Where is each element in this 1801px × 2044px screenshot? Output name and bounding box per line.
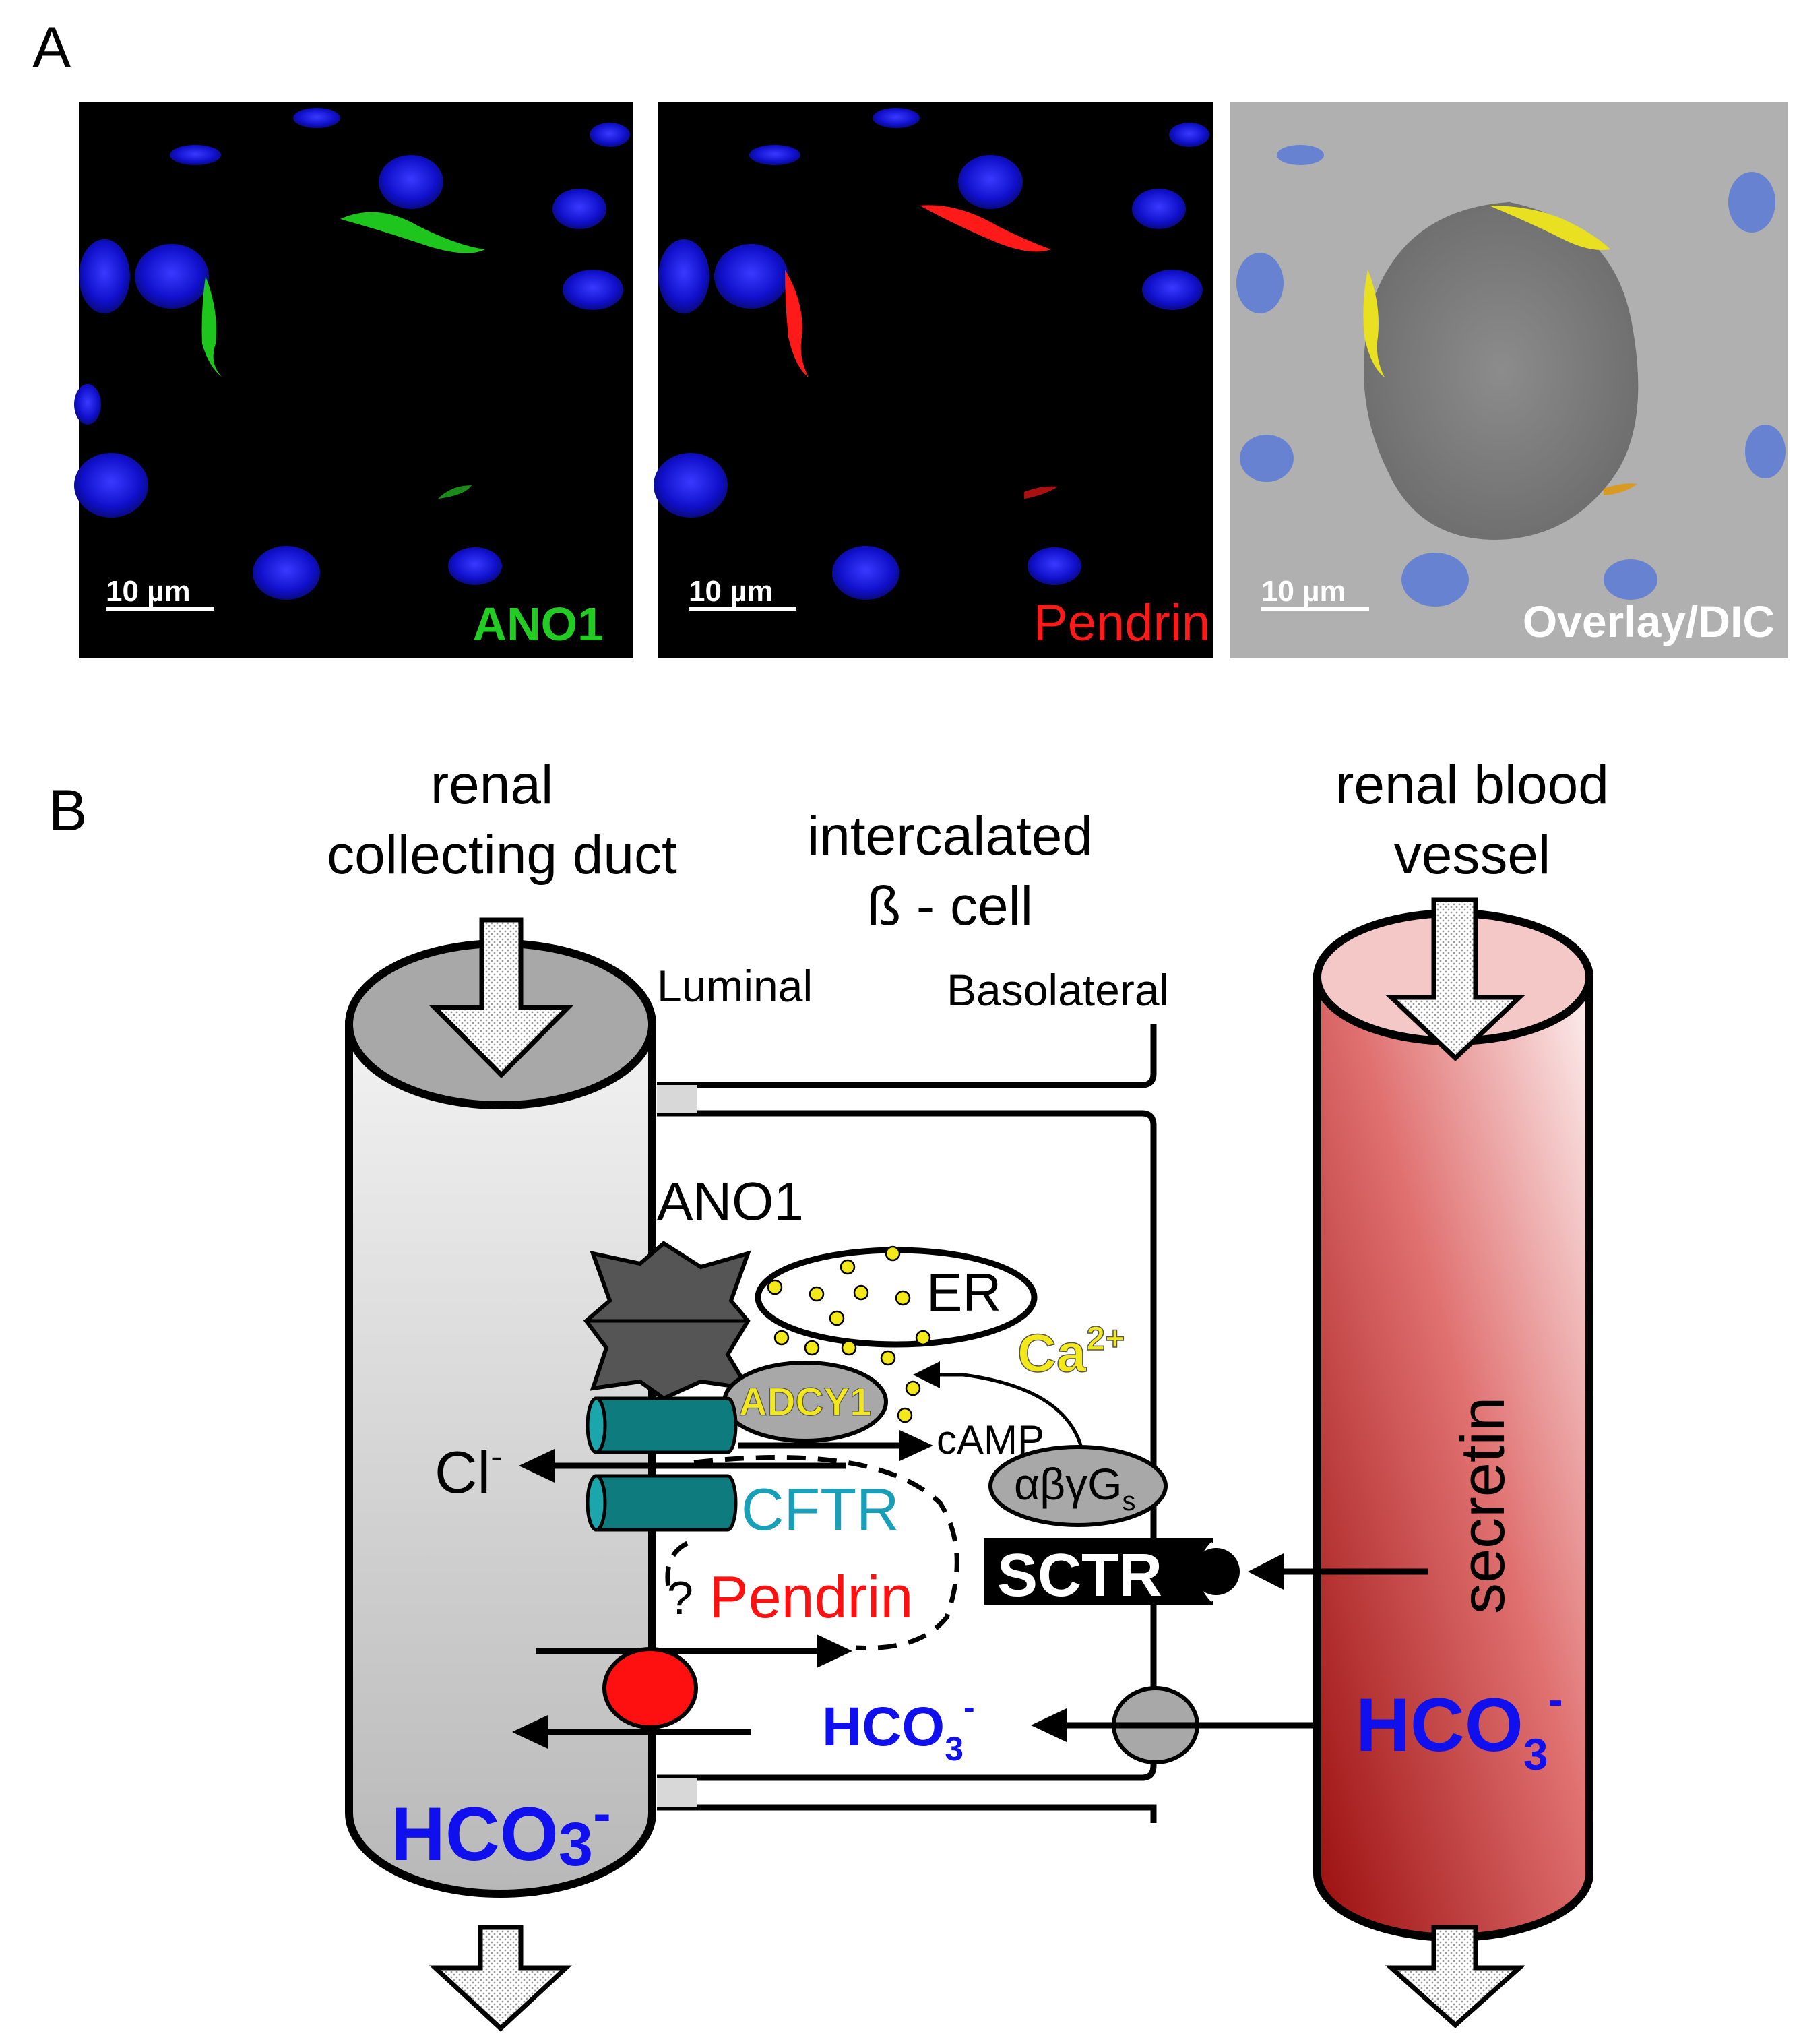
vessel-outflow-arrow <box>1385 1925 1526 2028</box>
ano1-label: ANO1 <box>657 1171 804 1231</box>
duct-title-line1: renal <box>431 754 553 815</box>
g-protein-label: αβγGs <box>1014 1459 1135 1516</box>
sctr-label: SCTR <box>997 1542 1162 1609</box>
calcium-dots <box>767 1245 931 1423</box>
duct-outflow-arrow <box>429 1925 572 2032</box>
image-label-overlay: Overlay/DIC <box>1523 596 1775 646</box>
micrograph-overlay: 10 µm Overlay/DIC <box>1230 102 1788 658</box>
micrograph-ano1: 10 µm ANO1 <box>74 102 633 658</box>
calcium-label-sup: 2+ <box>1086 1320 1125 1357</box>
hco3-vessel-sup: - <box>1548 1674 1563 1724</box>
blood-vessel <box>1313 909 1593 1942</box>
tight-junction-top <box>657 1085 697 1113</box>
secretin-ligand <box>1193 1548 1240 1595</box>
hco3-vessel-label: HCO3- <box>1356 1674 1563 1779</box>
g-protein <box>988 1445 1168 1527</box>
sctr-receptor <box>984 1538 1213 1605</box>
duct-title-line2: collecting duct <box>327 824 677 886</box>
hco3-duct-base: HCO <box>391 1792 559 1876</box>
calcium-label-base: Ca <box>1017 1323 1087 1383</box>
hco3-duct-label: HCO3- <box>391 1783 611 1879</box>
pendrin-in-arrow-head <box>817 1634 852 1668</box>
vessel-title-line1: renal blood <box>1335 754 1609 815</box>
calcium-label: Ca2+ <box>1017 1320 1125 1383</box>
image-label-ano1: ANO1 <box>473 598 604 650</box>
image-label-pendrin: Pendrin <box>1034 594 1210 652</box>
hco3-vessel-base: HCO <box>1356 1683 1523 1767</box>
question-mark: ? <box>667 1572 693 1624</box>
adcy1-label: ADCY1 <box>739 1380 872 1424</box>
chloride-sup: - <box>491 1436 503 1477</box>
cell-title-line2: ß - cell <box>867 875 1033 937</box>
pendrin-out-arrow-head <box>512 1715 548 1749</box>
panel-a-letter: A <box>32 16 71 80</box>
scale-bar-label-3: 10 µm <box>1261 575 1346 608</box>
g-protein-sub: s <box>1122 1487 1135 1516</box>
hco3-duct-sub: 3 <box>559 1810 593 1879</box>
vessel-title-line2: vessel <box>1394 824 1550 886</box>
chloride-label: Cl- <box>435 1436 503 1506</box>
duct-inflow-arrow <box>429 917 574 1078</box>
micrograph-pendrin: 10 µm Pendrin <box>654 102 1213 658</box>
hco3-cell-label: HCO3- <box>822 1688 975 1768</box>
hco3-uptake-arrow-head <box>1031 1708 1067 1742</box>
hco3-vessel-sub: 3 <box>1523 1729 1548 1779</box>
hco3-cell-base: HCO <box>822 1696 945 1758</box>
pendrin-regulation-loop <box>665 1455 959 1650</box>
pendrin-label: Pendrin <box>709 1563 913 1630</box>
panel-b-letter: B <box>49 778 87 843</box>
ca-signal-arrow-head <box>913 1361 940 1388</box>
secretin-arrow-head <box>1248 1553 1284 1590</box>
ca-signal-arrow <box>926 1373 1083 1448</box>
chloride-base: Cl <box>435 1439 491 1506</box>
pendrin-exchanger <box>602 1647 698 1729</box>
secretin-label: secretin <box>1449 1397 1517 1614</box>
hco3-cell-sup: - <box>963 1688 975 1726</box>
scale-bar-label-2: 10 µm <box>689 575 773 608</box>
camp-arrow-head <box>899 1430 933 1461</box>
chloride-arrow-head <box>519 1449 555 1483</box>
vessel-inflow-arrow <box>1385 897 1525 1061</box>
cftr-label: CFTR <box>741 1476 899 1543</box>
luminal-label: Luminal <box>657 961 813 1011</box>
hco3-cell-sub: 3 <box>945 1730 963 1768</box>
hco3-duct-sup: - <box>593 1783 611 1843</box>
basolateral-label: Basolateral <box>947 965 1169 1015</box>
er-label: ER <box>926 1262 1001 1322</box>
tight-junction-bottom <box>657 1778 697 1807</box>
g-protein-base: αβγG <box>1014 1459 1122 1509</box>
cell-title-line1: intercalated <box>807 805 1093 867</box>
cell-membranes <box>657 1024 1157 1823</box>
cftr-channel <box>586 1396 738 1532</box>
scale-bar-label-1: 10 µm <box>106 575 191 608</box>
